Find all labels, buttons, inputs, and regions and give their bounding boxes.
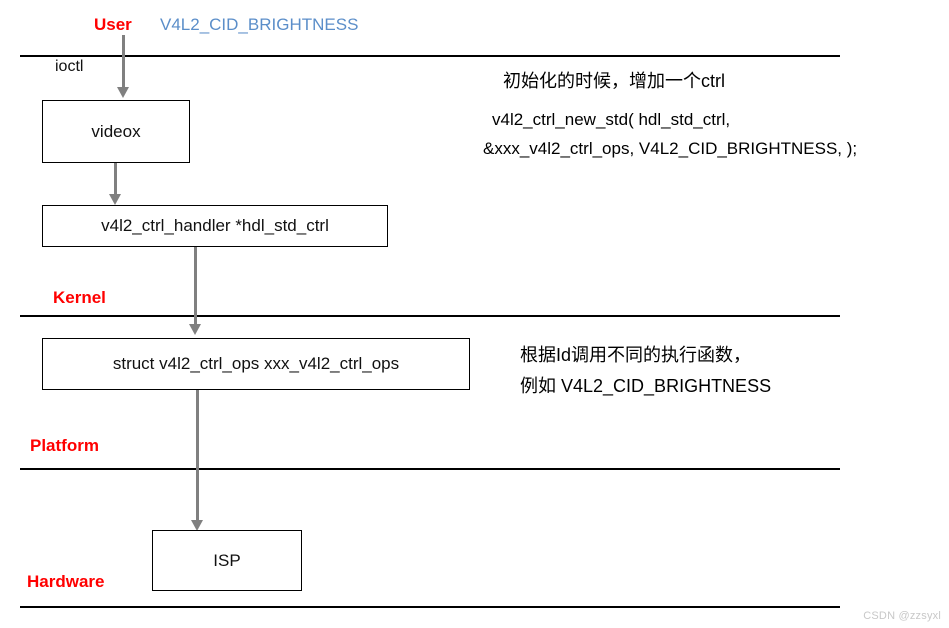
arrow-user-to-videox-stem: [122, 35, 125, 89]
box-ctrl-ops[interactable]: struct v4l2_ctrl_ops xxx_v4l2_ctrl_ops: [42, 338, 470, 390]
watermark: CSDN @zzsyxl: [863, 610, 941, 622]
arrow-ops-to-isp-stem: [196, 390, 199, 522]
box-ctrl-handler[interactable]: v4l2_ctrl_handler *hdl_std_ctrl: [42, 205, 388, 247]
divider-user-kernel: [20, 55, 840, 57]
divider-kernel-platform: [20, 315, 840, 317]
arrow-handler-to-ops-head: [189, 324, 201, 335]
annotation-init-line3: &xxx_v4l2_ctrl_ops, V4L2_CID_BRIGHTNESS,…: [483, 139, 858, 158]
arrow-videox-to-handler-head: [109, 194, 121, 205]
arrow-ops-to-isp-head: [191, 520, 203, 531]
layer-label-platform: Platform: [30, 436, 99, 455]
edge-label-ioctl: ioctl: [55, 58, 84, 75]
layer-label-hardware: Hardware: [27, 572, 105, 591]
control-id-title: V4L2_CID_BRIGHTNESS: [160, 15, 359, 34]
divider-platform-hardware: [20, 468, 840, 470]
arrow-user-to-videox-head: [117, 87, 129, 98]
box-isp[interactable]: ISP: [152, 530, 302, 591]
arrow-handler-to-ops-stem: [194, 247, 197, 326]
annotation-dispatch-line2: 例如 V4L2_CID_BRIGHTNESS: [520, 376, 772, 396]
layer-label-kernel: Kernel: [53, 288, 106, 307]
annotation-init-line1: 初始化的时候，增加一个ctrl: [503, 71, 725, 91]
annotation-dispatch-line1: 根据Id调用不同的执行函数，: [520, 345, 752, 365]
user-layer-title: User: [94, 15, 132, 34]
arrow-videox-to-handler-stem: [114, 163, 117, 196]
annotation-init-line2: v4l2_ctrl_new_std( hdl_std_ctrl,: [492, 110, 731, 129]
box-videox[interactable]: videox: [42, 100, 190, 163]
divider-bottom: [20, 606, 840, 608]
